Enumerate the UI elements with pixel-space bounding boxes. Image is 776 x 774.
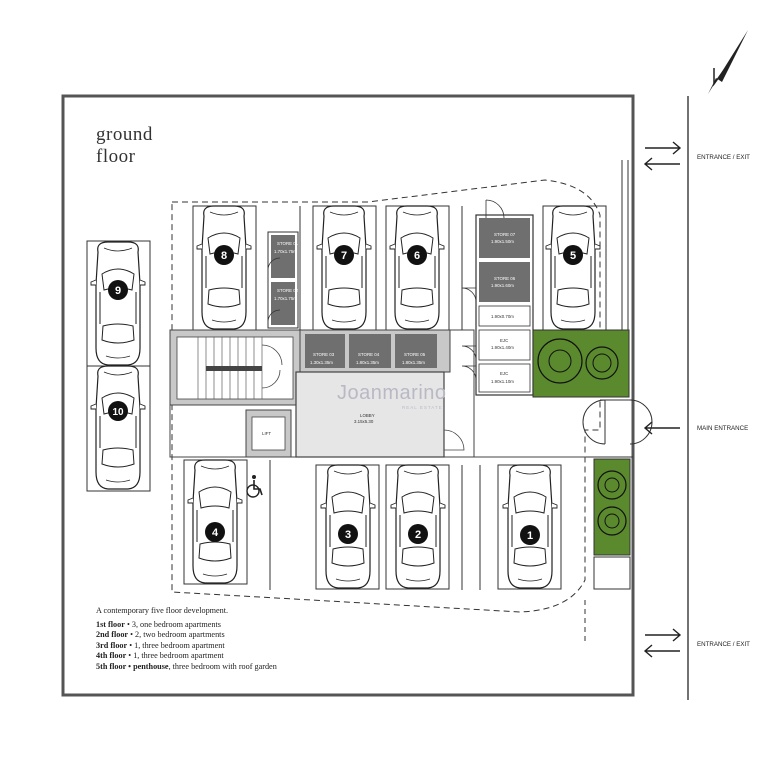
car-10-number: 10 xyxy=(112,407,124,418)
watermark-logo: Joanmarino xyxy=(337,382,447,404)
development-notes: A contemporary five floor development. 1… xyxy=(96,606,277,673)
store04-dim: 1.80x1.35m xyxy=(356,360,379,365)
store-01-02: STORE 01 1.70x1.75m STORE 02 1.70x1.75m xyxy=(267,231,299,329)
building-outline xyxy=(171,179,601,613)
floor-2-label: 2nd floor xyxy=(96,630,129,640)
car-3: 3 xyxy=(320,464,376,589)
lobby-dim: 3.15x5.30 xyxy=(354,419,374,424)
car-8-number: 8 xyxy=(221,250,227,262)
store-column-right: STORE 07 1.90x1.50m STORE 06 1.90x1.60m … xyxy=(461,199,534,396)
store04-label: STORE 04 xyxy=(358,352,380,357)
store06-label: STORE 06 xyxy=(494,276,516,281)
floor-1-label: 1st floor xyxy=(96,619,125,629)
entrance-exit-bottom-arrows xyxy=(643,628,682,658)
lobby-label: LOBBY xyxy=(360,413,375,418)
entrance-exit-top-label: ENTRANCE / EXIT xyxy=(697,154,750,161)
car-2-number: 2 xyxy=(415,529,421,541)
store06-dim: 1.90x1.60m xyxy=(491,283,514,288)
car-5-number: 5 xyxy=(570,250,576,262)
floor-4-label: 4th floor xyxy=(96,651,127,661)
floor-3-label: 3rd floor xyxy=(96,640,128,650)
ejc2-label: EJC xyxy=(500,371,508,376)
car-2: 2 xyxy=(390,464,446,589)
floor-2-text: • 2, two bedroom apartments xyxy=(128,630,225,640)
car-1: 1 xyxy=(502,464,558,589)
ejc1-label: EJC xyxy=(500,338,508,343)
car-4-number: 4 xyxy=(212,527,219,539)
entrance-exit-bottom-label: ENTRANCE / EXIT xyxy=(697,641,750,648)
main-entrance-label: MAIN ENTRANCE xyxy=(697,425,749,432)
floor-5-text: , three bedroom with roof garden xyxy=(168,661,277,671)
store01-label: STORE 01 xyxy=(277,241,299,246)
car-6: 6 xyxy=(389,205,445,330)
car-4: 4 xyxy=(187,459,243,584)
notes-intro: A contemporary five floor development. xyxy=(96,606,229,615)
entrance-exit-top-arrows xyxy=(643,141,682,171)
car-3-number: 3 xyxy=(345,529,351,541)
floor-4-text: • 1, three bedroom apartment xyxy=(126,651,224,661)
store02-label: STORE 02 xyxy=(277,288,299,293)
notes-floor-1: 1st floor • 3, one bedroom apartments xyxy=(96,620,277,631)
garden-lower xyxy=(593,458,631,590)
notes-floor-4: 4th floor • 1, three bedroom apartment xyxy=(96,651,277,662)
car-7-number: 7 xyxy=(341,250,347,262)
store03-dim: 1.30x1.35m xyxy=(310,360,333,365)
car-9: 9 xyxy=(90,241,146,366)
notes-floor-3: 3rd floor • 1, three bedroom apartment xyxy=(96,641,277,652)
car-8: 8 xyxy=(196,205,252,330)
north-arrow-icon xyxy=(708,30,748,94)
wheelchair-icon xyxy=(246,475,263,498)
store07-label: STORE 07 xyxy=(494,232,516,237)
central-core: STORE 03 1.30x1.35m STORE 04 1.80x1.35m … xyxy=(169,329,586,458)
car-9-number: 9 xyxy=(115,285,121,297)
perimeter-wall xyxy=(582,160,653,458)
plan-title: ground floor xyxy=(96,124,153,168)
bay-dividers xyxy=(269,206,481,590)
lift-label: LIFT xyxy=(262,431,271,436)
store01-dim: 1.70x1.75m xyxy=(274,249,297,254)
store05-dim: 1.80x1.35m xyxy=(402,360,425,365)
site-boundary xyxy=(61,94,635,697)
floor-1-text: • 3, one bedroom apartments xyxy=(124,619,221,629)
store07-dim: 1.90x1.50m xyxy=(491,239,514,244)
car-5: 5 xyxy=(545,205,601,330)
car-6-number: 6 xyxy=(414,250,420,262)
store05-label: STORE 05 xyxy=(404,352,426,357)
title-line-2: floor xyxy=(96,146,136,167)
garden-upper xyxy=(532,329,630,398)
car-10: 10 xyxy=(90,365,146,490)
store03-label: STORE 03 xyxy=(313,352,335,357)
floor-5-bold: • penthouse xyxy=(126,661,169,671)
floor-3-text: • 1, three bedroom apartment xyxy=(127,640,225,650)
notes-floor-2: 2nd floor • 2, two bedroom apartments xyxy=(96,630,277,641)
car-1-number: 1 xyxy=(527,530,533,542)
ejc2-dim: 1.90x1.10m xyxy=(491,379,514,384)
main-entrance-arrow xyxy=(643,421,680,435)
watermark-sub: REAL ESTATE xyxy=(402,405,443,410)
notes-floor-5: 5th floor • penthouse, three bedroom wit… xyxy=(96,662,277,673)
small-dim: 1.90x0.70m xyxy=(491,314,514,319)
floor-5-label: 5th floor xyxy=(96,661,127,671)
title-line-1: ground xyxy=(96,124,153,145)
car-7: 7 xyxy=(316,205,372,330)
store02-dim: 1.70x1.75m xyxy=(274,296,297,301)
ejc1-dim: 1.90x1.40m xyxy=(491,345,514,350)
